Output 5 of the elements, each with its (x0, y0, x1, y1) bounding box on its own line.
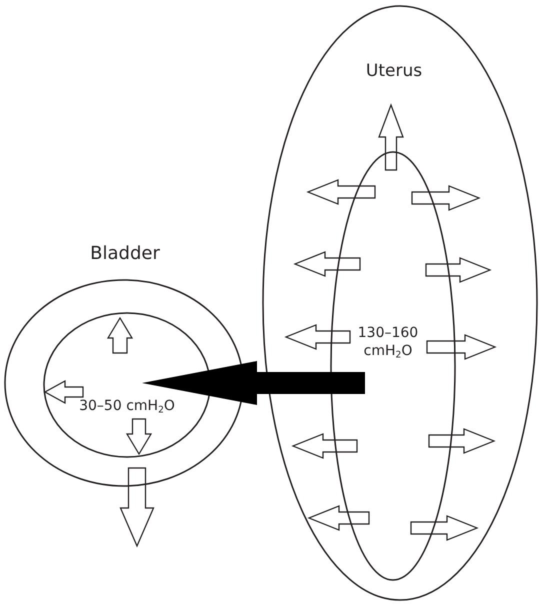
pressure-label: 30–50 cmH$_{2}$O (78, 398, 176, 416)
organ-label: Bladder (89, 243, 161, 266)
pressure-label: 130–160 cmH$_{2}$O (356, 325, 420, 360)
organ-label: Uterus (364, 61, 424, 82)
arrow (142, 361, 365, 405)
